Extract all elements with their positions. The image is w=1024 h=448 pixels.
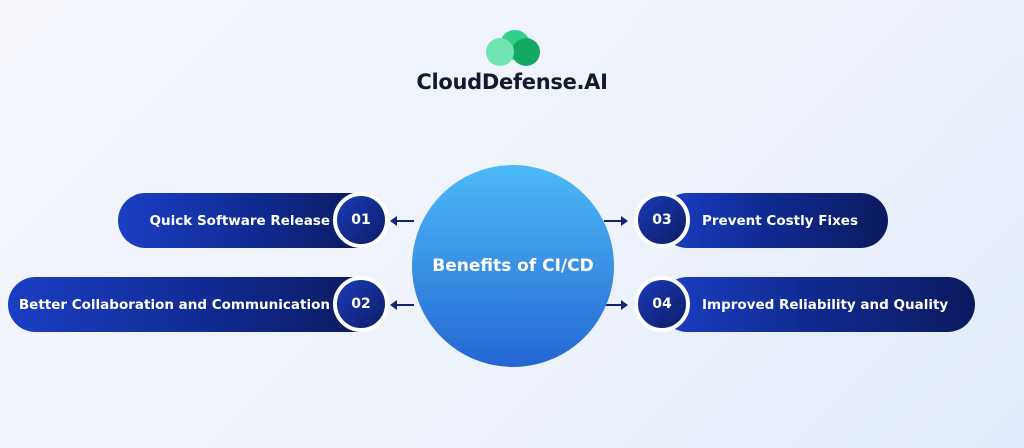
benefit-04: Improved Reliability and Quality bbox=[660, 277, 975, 332]
center-title: Benefits of CI/CD bbox=[432, 256, 594, 276]
cloud-logo-icon bbox=[486, 30, 540, 70]
benefit-label: Improved Reliability and Quality bbox=[702, 296, 949, 313]
arrow-right-icon bbox=[604, 300, 628, 310]
center-circle: Benefits of CI/CD bbox=[412, 165, 614, 367]
arrow-left-icon bbox=[390, 300, 414, 310]
benefit-03: Prevent Costly Fixes bbox=[660, 193, 888, 248]
arrow-left-icon bbox=[390, 216, 414, 226]
benefit-label: Better Collaboration and Communication bbox=[18, 296, 330, 313]
arrow-right-icon bbox=[604, 216, 628, 226]
brand-name: CloudDefense.AI bbox=[416, 70, 608, 94]
benefit-02: Better Collaboration and Communication bbox=[8, 277, 364, 332]
benefit-number-01: 01 bbox=[333, 192, 389, 248]
benefit-number-03: 03 bbox=[634, 192, 690, 248]
benefit-01: Quick Software Release bbox=[118, 193, 364, 248]
benefit-number-04: 04 bbox=[634, 276, 690, 332]
benefit-label: Prevent Costly Fixes bbox=[702, 212, 858, 229]
benefit-number-02: 02 bbox=[333, 276, 389, 332]
benefit-label: Quick Software Release bbox=[149, 212, 330, 229]
